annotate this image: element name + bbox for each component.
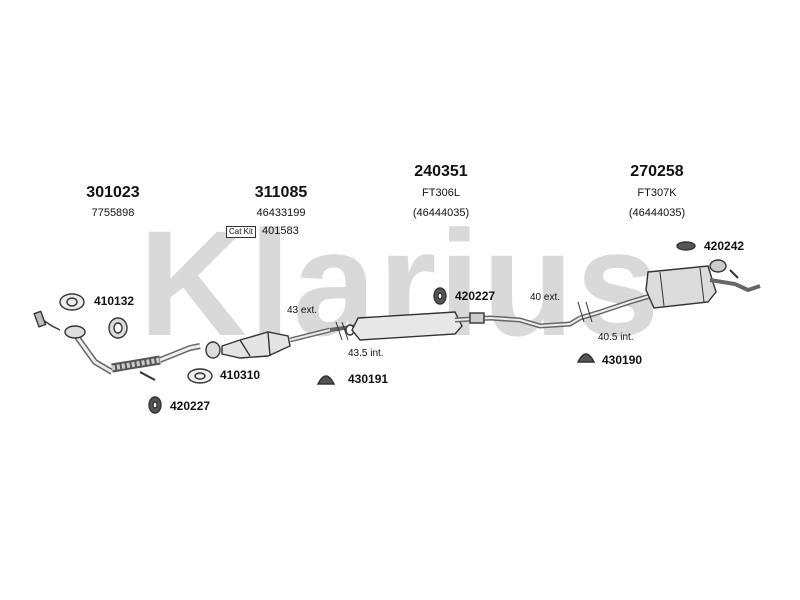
- annotation-43-ext: 43 ext.: [287, 305, 318, 316]
- part-label-420227-middle: 420227: [455, 289, 496, 303]
- front-downpipe: [33, 310, 201, 381]
- part-label-410132: 410132: [94, 294, 135, 308]
- annotation-40-ext: 40 ext.: [530, 292, 561, 303]
- part-label-430190: 430190: [602, 353, 643, 367]
- catkit-badge: Cat Kit: [226, 226, 257, 238]
- part-label-410310: 410310: [220, 368, 261, 382]
- catkit-code: 401583: [262, 225, 299, 237]
- header-code-301023: 301023: [86, 184, 140, 201]
- mount-430190: [576, 353, 596, 363]
- gasket-410132: [59, 293, 85, 311]
- header-sub-7755898: 7755898: [91, 207, 135, 219]
- middle-silencer: [329, 311, 582, 341]
- part-label-430191: 430191: [348, 372, 389, 386]
- header-code-311085: 311085: [254, 184, 308, 201]
- header-sub2-46444035: (46444035): [412, 207, 470, 219]
- part-label-420227-front: 420227: [170, 399, 211, 413]
- mount-420242: [676, 241, 696, 251]
- mount-430191: [316, 375, 336, 385]
- header-code-240351: 240351: [414, 163, 468, 180]
- rear-muffler: [577, 259, 761, 323]
- header-code-270258: 270258: [630, 163, 684, 180]
- gasket-410310: [187, 368, 213, 384]
- svg-text:Klarius: Klarius: [139, 199, 662, 367]
- annotation-40-5-int: 40.5 int.: [598, 332, 634, 343]
- catalytic-converter: [221, 327, 331, 359]
- annotation-43-5-int: 43.5 int.: [348, 348, 384, 359]
- header-sub2-46444035-b: (46444035): [628, 207, 686, 219]
- header-sub-ft306l: FT306L: [422, 187, 460, 199]
- header-sub-46433199: 46433199: [256, 207, 306, 219]
- part-label-420242: 420242: [704, 239, 745, 253]
- header-sub-ft307k: FT307K: [637, 187, 677, 199]
